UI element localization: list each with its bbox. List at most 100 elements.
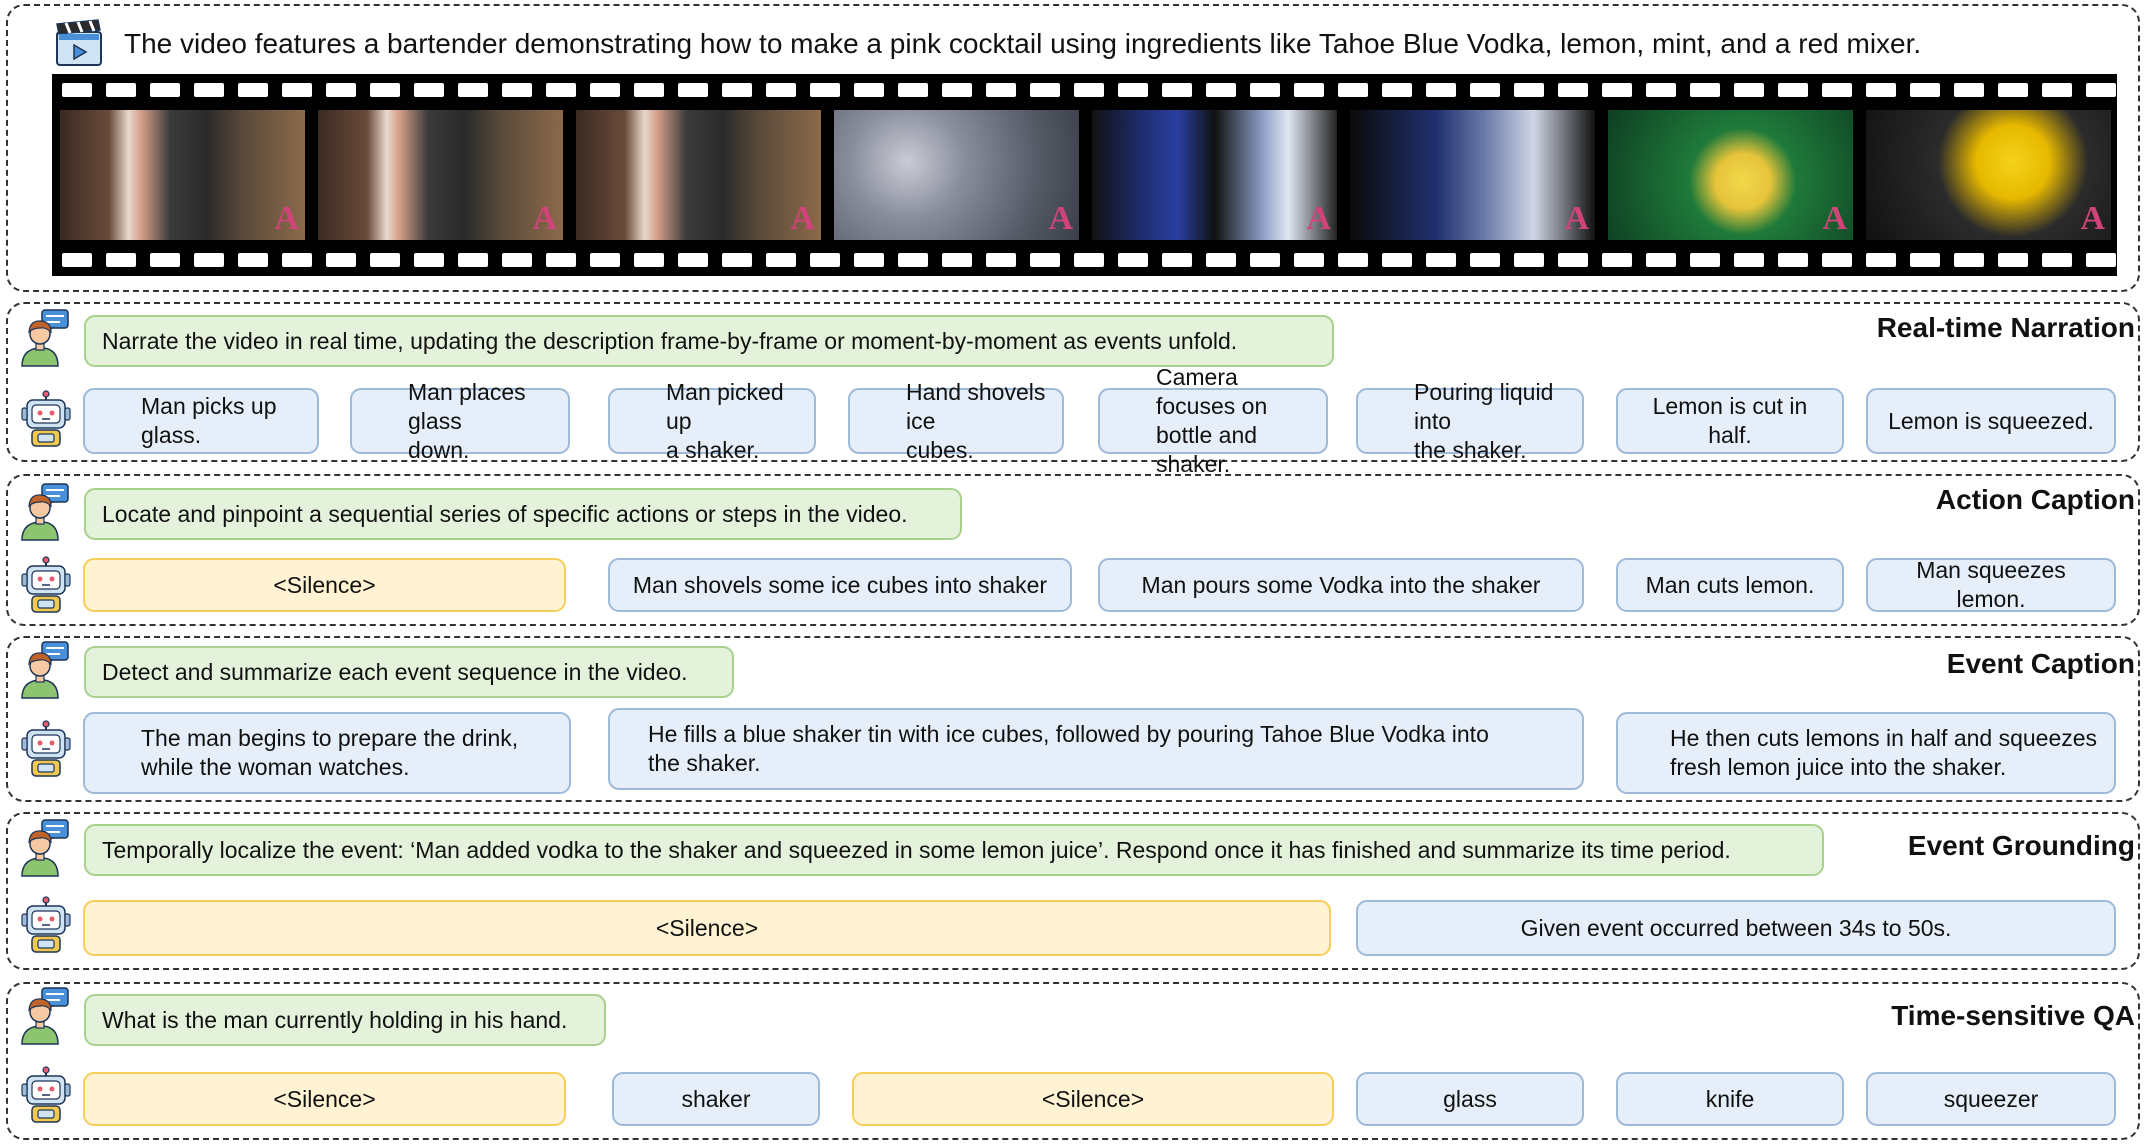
robot-icon <box>16 1066 76 1126</box>
grounding-title: Event Grounding <box>1907 830 2135 861</box>
video-frame-ice-cubes: A <box>834 110 1079 240</box>
bubble-line: Hand shovels ice <box>906 378 1046 434</box>
action-prompt: Locate and pinpoint a sequential series … <box>84 488 962 540</box>
bubble-line: Man picks up <box>141 393 277 419</box>
film-sprocket-hole <box>1294 253 1324 267</box>
video-panel <box>6 4 2140 292</box>
film-sprocket-hole <box>942 83 972 97</box>
bubble-line: Pouring liquid into <box>1414 378 1554 434</box>
film-sprocket-hole <box>1118 83 1148 97</box>
film-sprocket-hole <box>1470 253 1500 267</box>
robot-icon <box>16 896 76 956</box>
video-frame-bartender-and-woman: A <box>318 110 563 240</box>
film-sprocket-hole <box>1910 253 1940 267</box>
bubble-line: Man places glass <box>408 378 526 434</box>
robot-icon <box>16 720 76 780</box>
film-sprocket-hole <box>1250 253 1280 267</box>
film-sprocket-hole <box>1998 83 2028 97</box>
film-sprocket-hole <box>1778 83 1808 97</box>
frame-watermark: A <box>1048 200 1073 237</box>
film-sprocket-hole <box>1206 253 1236 267</box>
film-sprocket-hole <box>1910 83 1940 97</box>
bubble-line: cubes. <box>906 436 974 463</box>
film-sprocket-hole <box>326 253 356 267</box>
film-sprocket-hole <box>986 253 1016 267</box>
film-sprocket-hole <box>634 253 664 267</box>
film-sprocket-hole <box>2086 83 2116 97</box>
bubble-line: Man picked up <box>666 378 784 434</box>
film-sprocket-hole <box>370 253 400 267</box>
user-chat-icon <box>16 986 76 1046</box>
bubble-line: Lemon is cut in half. <box>1652 393 1808 448</box>
action-answer: Man pours some Vodka into the shaker <box>1098 558 1584 612</box>
bubble-line: Lemon is squeezed. <box>1888 407 2094 434</box>
qa-panel <box>6 982 2140 1140</box>
bubble-line: The man begins to prepare the drink, <box>141 725 519 751</box>
film-sprocket-hole <box>370 83 400 97</box>
film-sprocket-hole <box>854 253 884 267</box>
film-sprocket-hole <box>678 253 708 267</box>
film-sprocket-hole <box>106 83 136 97</box>
film-sprocket-hole <box>1074 253 1104 267</box>
film-sprocket-hole <box>1822 253 1852 267</box>
film-sprocket-hole <box>546 83 576 97</box>
film-sprocket-hole <box>854 83 884 97</box>
film-sprocket-hole <box>1382 83 1412 97</box>
film-sprocket-hole <box>722 253 752 267</box>
bubble-line: down. <box>408 436 470 463</box>
narration-title: Real-time Narration <box>1876 312 2135 343</box>
film-sprocket-hole <box>986 83 1016 97</box>
film-sprocket-hole <box>194 83 224 97</box>
film-sprocket-hole <box>1206 83 1236 97</box>
film-sprocket-hole <box>106 253 136 267</box>
silence-bubble: <Silence> <box>83 558 566 612</box>
robot-icon <box>16 556 76 616</box>
qa-answer: glass <box>1356 1072 1584 1126</box>
film-sprocket-hole <box>62 83 92 97</box>
frame-watermark: A <box>2080 200 2105 237</box>
qa-title: Time-sensitive QA <box>1891 1000 2135 1031</box>
film-sprocket-hole <box>1954 253 1984 267</box>
film-sprocket-hole <box>766 83 796 97</box>
action-panel <box>6 474 2140 626</box>
action-answer: Man shovels some ice cubes into shaker <box>608 558 1072 612</box>
action-answer: Man squeezes lemon. <box>1866 557 2116 612</box>
film-sprocket-hole <box>810 253 840 267</box>
film-sprocket-hole <box>546 253 576 267</box>
bubble-line: the shaker. <box>648 750 761 776</box>
film-sprocket-hole <box>1602 253 1632 267</box>
qa-answer: shaker <box>612 1072 820 1126</box>
video-frame-bartender-and-woman: A <box>576 110 821 240</box>
film-sprocket-hole <box>898 253 928 267</box>
film-sprocket-hole <box>942 253 972 267</box>
film-sprocket-hole <box>1470 83 1500 97</box>
film-sprocket-hole <box>1690 83 1720 97</box>
event-title: Event Caption <box>1946 648 2135 679</box>
film-sprocket-hole <box>150 253 180 267</box>
film-sprocket-hole <box>1778 253 1808 267</box>
film-sprocket-hole <box>1338 83 1368 97</box>
film-sprocket-hole <box>1866 253 1896 267</box>
qa-answer: squeezer <box>1866 1072 2116 1126</box>
event-prompt: Detect and summarize each event sequence… <box>84 646 734 698</box>
video-frame-cutting-lemon: A <box>1608 110 1853 240</box>
film-sprocket-hole <box>62 253 92 267</box>
film-sprocket-hole <box>1294 83 1324 97</box>
film-sprocket-hole <box>766 253 796 267</box>
qa-prompt: What is the man currently holding in his… <box>84 994 606 1046</box>
bubble-line: He then cuts lemons in half and squeezes <box>1670 725 2098 751</box>
qa-answer: knife <box>1616 1072 1844 1126</box>
robot-icon <box>16 390 76 450</box>
video-frame-bartender-and-woman: A <box>60 110 305 240</box>
film-sprocket-hole <box>1514 83 1544 97</box>
film-sprocket-hole <box>1426 253 1456 267</box>
event-panel <box>6 636 2140 802</box>
film-sprocket-hole <box>1998 253 2028 267</box>
film-sprocket-hole <box>1074 83 1104 97</box>
film-sprocket-hole <box>1646 83 1676 97</box>
frame-watermark: A <box>1306 200 1331 237</box>
film-sprocket-hole <box>1118 253 1148 267</box>
bubble-line: a shaker. <box>666 436 760 463</box>
